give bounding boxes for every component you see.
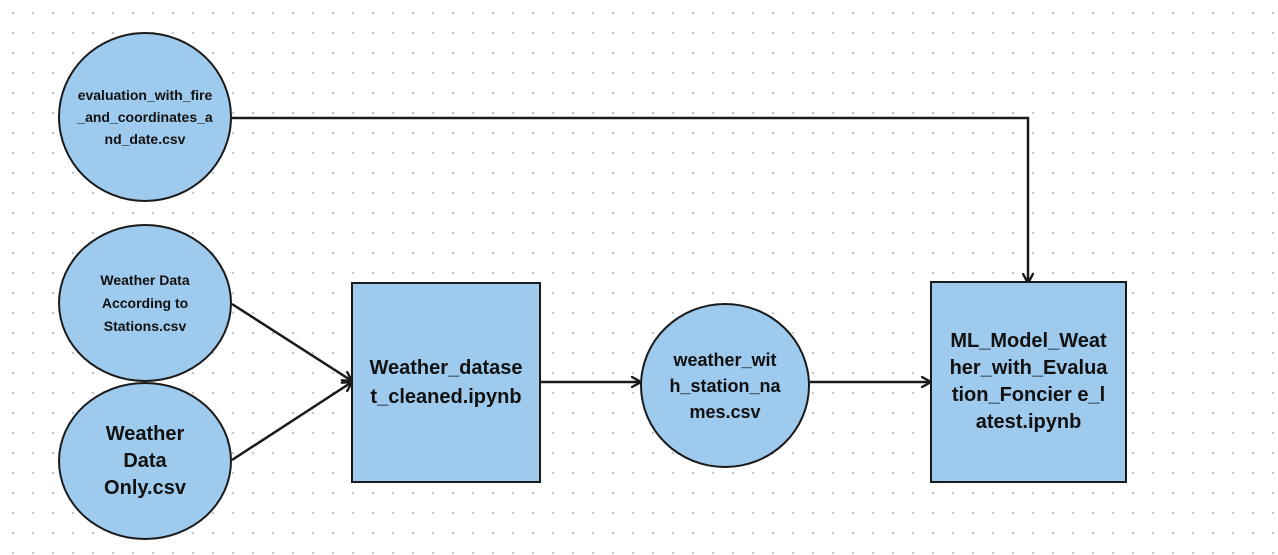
node-ml-model-notebook[interactable]: ML_Model_Weather_with_Evaluation_Foncier… <box>930 281 1127 483</box>
node-label: ML_Model_Weather_with_Evaluation_Foncier… <box>949 330 1108 433</box>
node-label: Weather Data According to Stations.csv <box>100 271 190 334</box>
node-cleaned-notebook[interactable]: Weather_dataset_cleaned.ipynb <box>351 282 541 483</box>
node-label: Weather Data Only.csv <box>104 422 186 499</box>
edge-weather-only-to-cleaned <box>231 382 352 462</box>
node-label: evaluation_with_fire_and_coordinates_and… <box>77 87 213 147</box>
node-station-names-csv[interactable]: weather_with_station_names.csv <box>640 303 810 468</box>
node-evaluation-csv[interactable]: evaluation_with_fire_and_coordinates_and… <box>58 32 232 202</box>
node-weather-only-csv[interactable]: Weather Data Only.csv <box>58 382 232 540</box>
node-weather-stations-csv[interactable]: Weather Data According to Stations.csv <box>58 224 232 382</box>
node-label: Weather_dataset_cleaned.ipynb <box>369 356 523 408</box>
edge-stations-to-cleaned <box>231 302 352 381</box>
edge-eval-to-ml-model <box>232 116 1028 283</box>
node-label: weather_with_station_names.csv <box>669 349 781 422</box>
